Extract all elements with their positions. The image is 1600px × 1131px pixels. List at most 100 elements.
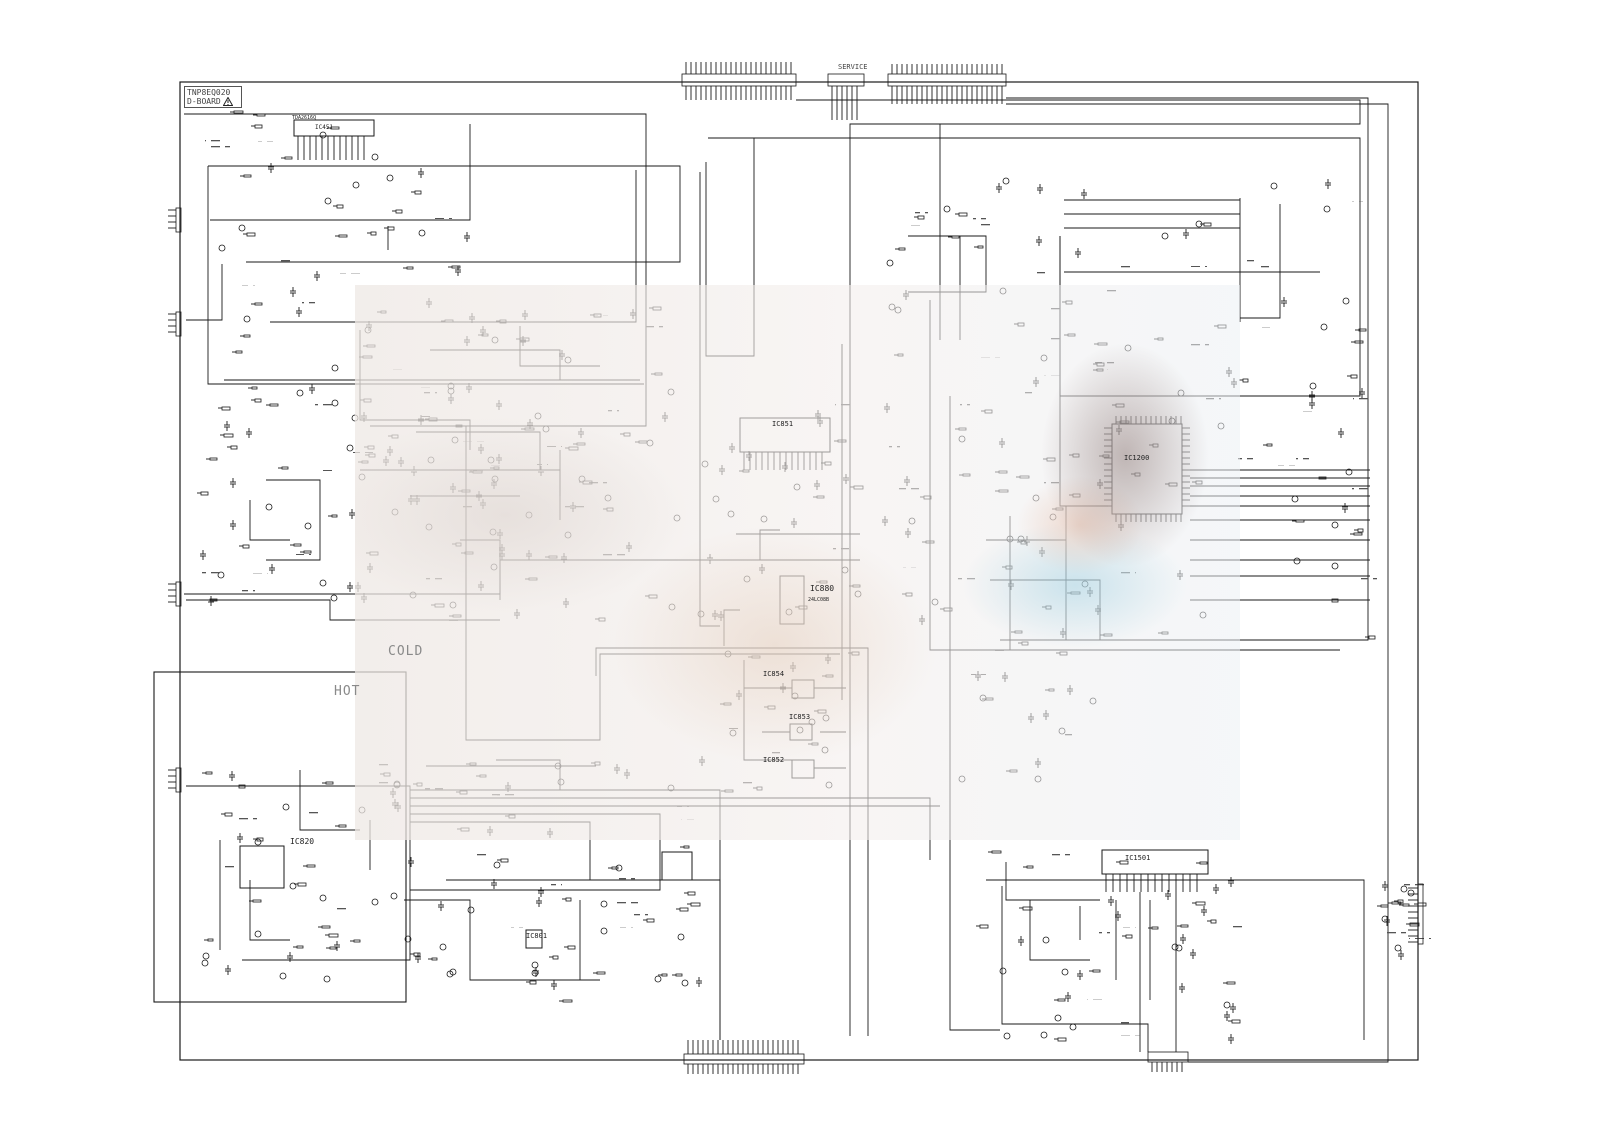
- resistor: [991, 850, 1002, 854]
- wire: [210, 124, 471, 221]
- resistor: [1318, 476, 1327, 480]
- resistor: [235, 350, 243, 354]
- wire: [186, 264, 223, 321]
- transistor: [1223, 1001, 1231, 1009]
- board-part-number: TNP8EQ020: [187, 88, 231, 97]
- transistor: [289, 882, 297, 890]
- transistor: [531, 969, 539, 977]
- resistor: [269, 403, 279, 407]
- resistor: [328, 933, 339, 938]
- resistor: [1354, 340, 1364, 344]
- transistor: [386, 174, 394, 182]
- wire: [1029, 900, 1090, 961]
- tiny-label: [991, 220, 1011, 224]
- resistor: [243, 174, 252, 178]
- top-connector-right: [887, 73, 1007, 87]
- resistor: [238, 784, 246, 789]
- tiny-label: [973, 217, 986, 221]
- tiny-label: [1241, 982, 1262, 986]
- resistor: [1353, 532, 1363, 536]
- resistor: [370, 231, 377, 236]
- transistor: [238, 224, 246, 232]
- wire: [208, 165, 681, 263]
- board-label: TNP8EQ020 D-BOARD: [184, 86, 242, 108]
- ic1200-ref: IC1200: [1124, 454, 1149, 462]
- hot-zone-label: HOT: [334, 684, 361, 699]
- tiny-label: [281, 259, 293, 263]
- resistor: [675, 973, 683, 977]
- tiny-label: [619, 878, 635, 882]
- tiny-label: [1238, 456, 1253, 460]
- transistor: [1309, 382, 1317, 390]
- tiny-label: [202, 572, 221, 576]
- wire: [1001, 886, 1149, 1052]
- resistor: [529, 980, 537, 985]
- resistor: [281, 466, 289, 470]
- ic801-ref: IC801: [526, 932, 547, 940]
- tiny-label: [315, 403, 334, 407]
- transistor: [1381, 915, 1389, 923]
- ic801-body: [525, 929, 543, 949]
- resistor: [242, 544, 250, 549]
- bottom-connector-right: [1147, 1051, 1189, 1063]
- tiny-label: [296, 551, 311, 555]
- resistor: [256, 113, 266, 117]
- transistor: [346, 444, 354, 452]
- tiny-label: [1052, 854, 1070, 858]
- transistor: [352, 181, 360, 189]
- resistor: [451, 265, 461, 269]
- resistor: [979, 924, 989, 929]
- transistor: [323, 975, 331, 983]
- tiny-label: [551, 884, 562, 888]
- resistor: [661, 973, 668, 977]
- resistor: [1358, 328, 1367, 332]
- transistor: [1042, 936, 1050, 944]
- transistor: [531, 961, 539, 969]
- tiny-label: [336, 908, 348, 912]
- resistor: [406, 266, 414, 270]
- transistor: [1040, 1031, 1048, 1039]
- tiny-label: [249, 592, 268, 596]
- board-name: D-BOARD: [187, 97, 221, 106]
- cold-zone-label: COLD: [388, 644, 424, 659]
- transistor: [1002, 177, 1010, 185]
- resistor: [917, 215, 925, 220]
- transistor: [1054, 1014, 1062, 1022]
- tiny-label: [1353, 396, 1368, 400]
- transistor: [943, 205, 951, 213]
- resistor: [224, 812, 233, 817]
- transistor: [243, 315, 251, 323]
- resistor: [1195, 901, 1206, 906]
- tiny-label: [242, 588, 255, 592]
- transistor: [449, 968, 457, 976]
- tiny-label: [600, 976, 614, 980]
- transistor: [1175, 944, 1183, 952]
- transistor: [1003, 1032, 1011, 1040]
- resistor: [251, 386, 258, 390]
- resistor: [1231, 1019, 1241, 1024]
- transistor: [1400, 885, 1408, 893]
- resistor: [387, 226, 395, 231]
- tiny-label: [1318, 406, 1331, 410]
- tiny-label: [1034, 272, 1045, 276]
- tiny-label: [1062, 898, 1081, 902]
- transistor: [1331, 521, 1339, 529]
- tiny-label: [1116, 1021, 1129, 1025]
- transistor: [218, 244, 226, 252]
- resistor: [1226, 981, 1236, 985]
- tiny-label: [258, 141, 273, 145]
- resistor: [1125, 934, 1133, 939]
- tiny-label: [205, 140, 220, 144]
- tiny-label: [208, 146, 230, 150]
- resistor: [1180, 924, 1189, 928]
- tiny-label: [1189, 263, 1207, 267]
- resistor: [413, 952, 421, 957]
- ic851-ref: IC851: [772, 420, 793, 428]
- resistor: [321, 925, 331, 929]
- resistor: [646, 918, 655, 923]
- tiny-label: [1278, 465, 1295, 469]
- tiny-label: [1259, 264, 1269, 268]
- transistor: [1407, 889, 1415, 897]
- tiny-label: [641, 910, 651, 914]
- resistor: [596, 971, 606, 975]
